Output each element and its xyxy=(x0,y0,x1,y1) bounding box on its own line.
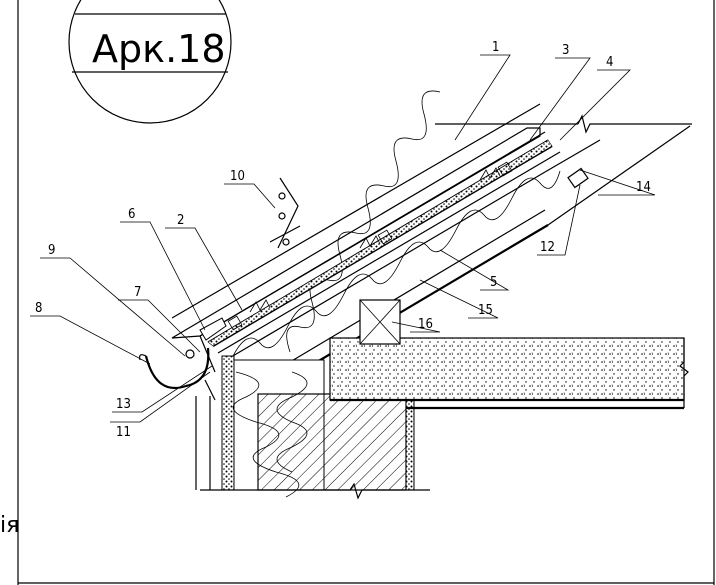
drawing-frame xyxy=(17,0,715,585)
callout-15: 15 xyxy=(478,303,493,318)
cropped-side-text: ія xyxy=(0,513,19,538)
fastener-12 xyxy=(567,167,589,189)
callout-12: 12 xyxy=(540,240,555,255)
callout-10: 10 xyxy=(230,169,245,184)
callout-2: 2 xyxy=(177,213,184,228)
callout-3: 3 xyxy=(562,43,569,58)
callout-7: 7 xyxy=(134,285,141,300)
callout-14: 14 xyxy=(636,180,651,195)
sheet-title-stamp: Арк.18 xyxy=(68,0,232,124)
callout-11: 11 xyxy=(116,425,131,440)
callout-5: 5 xyxy=(490,275,497,290)
callout-16: 16 xyxy=(418,317,433,332)
gutter-assembly xyxy=(139,317,227,490)
callout-6: 6 xyxy=(128,207,135,222)
callout-8: 8 xyxy=(35,301,42,316)
wall-structure xyxy=(200,299,689,500)
callout-labels: 1 2 3 4 5 6 7 8 9 10 11 12 13 14 15 16 xyxy=(35,40,651,440)
snow-guard-bracket xyxy=(269,177,301,249)
callout-leaders xyxy=(30,54,656,423)
batten-marks xyxy=(227,161,513,331)
callout-4: 4 xyxy=(606,55,613,70)
sheathing-band xyxy=(207,139,553,347)
sheet-title: Арк.18 xyxy=(92,27,226,71)
callout-9: 9 xyxy=(48,243,55,258)
callout-1: 1 xyxy=(492,40,499,55)
callout-13: 13 xyxy=(116,397,131,412)
slope-insulation-pattern xyxy=(231,90,561,359)
